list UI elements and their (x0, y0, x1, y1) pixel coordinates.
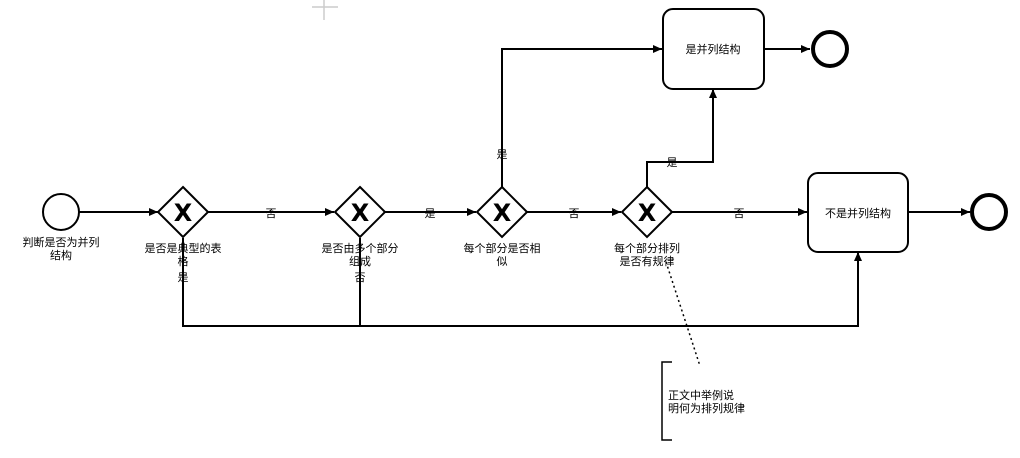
edge-label-g2-down: 否 (355, 271, 366, 284)
svg-text:格: 格 (178, 254, 189, 268)
text-annotation[interactable]: 正文中举例说 明何为排列规律 (661, 361, 745, 441)
start-event[interactable] (42, 193, 80, 231)
connectors (79, 45, 970, 327)
gateway-arrangement-regular-label: 每个部分排列 是否有规律 (614, 241, 680, 268)
canvas-crosshair-icon (312, 0, 338, 20)
gateway-multiple-parts-label: 是否由多个部分 组成 (322, 241, 399, 268)
edge-g3-to-task-parallel (501, 45, 662, 188)
gateway-x-marker-icon: X (493, 199, 512, 227)
annotation-association (665, 261, 701, 367)
end-event-not-parallel[interactable] (970, 193, 1008, 231)
task-parallel-label: 是并列结构 (686, 42, 741, 56)
gateway-parts-similar[interactable]: X (475, 185, 529, 239)
svg-text:是否是典型的表: 是否是典型的表 (145, 241, 222, 255)
edge-label-g3-to-g4: 否 (569, 207, 580, 220)
svg-text:每个部分排列: 每个部分排列 (614, 241, 680, 255)
svg-text:是否有规律: 是否有规律 (620, 254, 675, 268)
gateway-x-marker-icon: X (638, 199, 657, 227)
edge-label-g1-to-g2: 否 (266, 207, 277, 220)
edge-label-g4-to-task: 否 (734, 207, 745, 220)
gateway-arrangement-regular[interactable]: X (620, 185, 674, 239)
gateway-typical-table[interactable]: X (156, 185, 210, 239)
edge-label-g1-down: 是 (178, 271, 189, 284)
end-event-parallel[interactable] (811, 30, 849, 68)
svg-text:每个部分是否相: 每个部分是否相 (464, 241, 541, 255)
svg-text:组成: 组成 (349, 254, 371, 268)
svg-text:是否由多个部分: 是否由多个部分 (322, 241, 399, 255)
task-not-parallel-label: 不是并列结构 (825, 206, 891, 220)
gateway-parts-similar-label: 每个部分是否相 似 (464, 241, 541, 268)
edge-g1-to-task-not-parallel (182, 238, 862, 327)
gateway-x-marker-icon: X (351, 199, 370, 227)
annotation-line-1: 正文中举例说 (668, 388, 734, 402)
gateway-multiple-parts[interactable]: X (333, 185, 387, 239)
gateway-x-marker-icon: X (174, 199, 193, 227)
task-parallel-structure[interactable]: 是并列结构 (662, 8, 765, 90)
edge-label-g2-to-g3: 是 (425, 207, 436, 220)
edge-label-g4-up: 是 (667, 156, 678, 169)
edge-label-g3-up: 是 (497, 148, 508, 161)
svg-text:似: 似 (497, 255, 508, 268)
gateway-typical-table-label: 是否是典型的表 格 (145, 241, 222, 268)
svg-text:判断是否为并列: 判断是否为并列 (23, 235, 100, 249)
edge-g4-to-task-parallel (646, 89, 717, 188)
svg-text:结构: 结构 (50, 248, 72, 262)
task-not-parallel-structure[interactable]: 不是并列结构 (807, 172, 909, 253)
annotation-line-2: 明何为排列规律 (668, 401, 745, 415)
start-event-label: 判断是否为并列 结构 (23, 235, 100, 262)
